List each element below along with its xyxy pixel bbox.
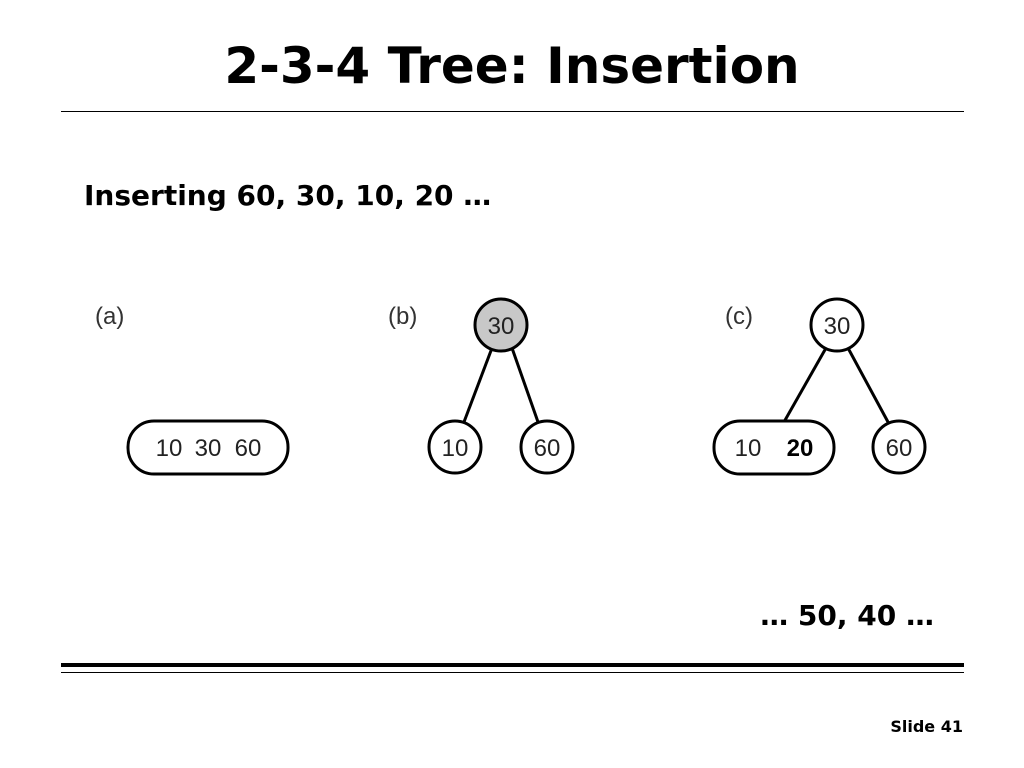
slide-title: 2-3-4 Tree: Insertion <box>224 37 800 95</box>
right-child-node <box>519 419 575 475</box>
root-node-shaded <box>473 297 529 353</box>
tree-insertion-diagram: (a) 10 30 60 (b) 30 10 60 (c) 30 10 20 6… <box>95 297 927 476</box>
node-10-20 <box>712 419 836 476</box>
title-divider <box>61 111 964 112</box>
panel-c-label: (c) <box>725 303 753 330</box>
key-new-insert: 20 <box>787 435 814 462</box>
key: 10 <box>156 435 183 462</box>
footer-divider-thin <box>61 672 964 673</box>
continuation-text: … 50, 40 … <box>760 599 934 632</box>
panel-b-label: (b) <box>388 303 417 330</box>
node-10-30-60 <box>126 419 290 476</box>
edge-left <box>782 347 828 423</box>
slide-number: Slide 41 <box>890 717 963 736</box>
key: 60 <box>886 435 913 462</box>
insertion-sequence-text: Inserting 60, 30, 10, 20 … <box>84 179 492 212</box>
key: 30 <box>488 313 515 340</box>
key: 10 <box>442 435 469 462</box>
panel-a-label: (a) <box>95 303 124 330</box>
panel-c: (c) 30 10 20 60 <box>712 297 927 476</box>
key: 60 <box>235 435 262 462</box>
key: 60 <box>534 435 561 462</box>
right-child-node <box>871 419 927 475</box>
panel-a: (a) 10 30 60 <box>95 303 290 476</box>
key: 30 <box>824 313 851 340</box>
key: 10 <box>735 435 762 462</box>
panel-b: (b) 30 10 60 <box>388 297 575 475</box>
root-node <box>809 297 865 353</box>
left-child-node <box>427 419 483 475</box>
edge-right <box>846 347 890 423</box>
edge-right <box>510 347 540 423</box>
footer-divider-thick <box>61 663 964 667</box>
edge-left <box>462 347 494 423</box>
key: 30 <box>195 435 222 462</box>
